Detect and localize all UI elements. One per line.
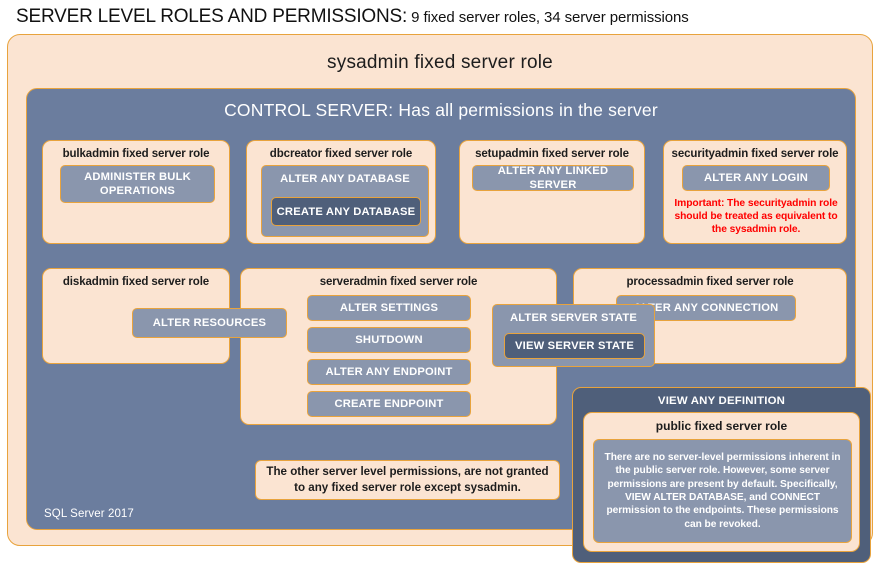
role-card-setupadmin-title: setupadmin fixed server role	[475, 148, 629, 160]
sysadmin-role-panel: sysadmin fixed server role CONTROL SERVE…	[7, 34, 873, 563]
role-card-diskadmin-title: diskadmin fixed server role	[62, 276, 210, 288]
permission-alter-any-endpoint[interactable]: ALTER ANY ENDPOINT	[307, 359, 471, 385]
permission-alter-server-state[interactable]: ALTER SERVER STATE VIEW SERVER STATE	[492, 304, 655, 367]
role-card-setupadmin: setupadmin fixed server role ALTER ANY L…	[459, 140, 645, 244]
permission-view-server-state[interactable]: VIEW SERVER STATE	[504, 333, 645, 359]
control-server-label: CONTROL SERVER: Has all permissions in t…	[224, 100, 658, 120]
role-card-public-title: public fixed server role	[655, 419, 788, 433]
role-card-securityadmin-title: securityadmin fixed server role	[671, 148, 839, 160]
control-server-panel: CONTROL SERVER: Has all permissions in t…	[26, 88, 856, 530]
role-card-processadmin-title: processadmin fixed server role	[626, 276, 794, 288]
permission-alter-server-state-label: ALTER SERVER STATE	[509, 312, 638, 324]
public-role-description: There are no server-level permissions in…	[593, 439, 852, 543]
permission-alter-any-login[interactable]: ALTER ANY LOGIN	[682, 165, 830, 191]
permission-administer-bulk-operations[interactable]: ADMINISTER BULK OPERATIONS	[60, 165, 215, 203]
permission-create-endpoint[interactable]: CREATE ENDPOINT	[307, 391, 471, 417]
role-card-securityadmin: securityadmin fixed server role ALTER AN…	[663, 140, 847, 244]
permission-alter-resources[interactable]: ALTER RESOURCES	[132, 308, 287, 338]
role-card-dbcreator: dbcreator fixed server role ALTER ANY DA…	[246, 140, 436, 244]
role-card-bulkadmin: bulkadmin fixed server role ADMINISTER B…	[42, 140, 230, 244]
permission-create-any-database[interactable]: CREATE ANY DATABASE	[271, 197, 421, 226]
role-card-public: public fixed server role There are no se…	[583, 412, 860, 552]
role-card-bulkadmin-title: bulkadmin fixed server role	[62, 148, 210, 160]
sql-server-version-label: SQL Server 2017	[44, 508, 134, 520]
permission-alter-settings[interactable]: ALTER SETTINGS	[307, 295, 471, 321]
sysadmin-role-label: sysadmin fixed server role	[327, 52, 553, 73]
securityadmin-warning-note: Important: The securityadmin role should…	[674, 198, 838, 236]
role-card-serveradmin-title: serveradmin fixed server role	[319, 276, 478, 288]
role-card-dbcreator-title: dbcreator fixed server role	[269, 148, 413, 160]
role-card-serveradmin: serveradmin fixed server role ALTER SETT…	[240, 268, 557, 425]
view-any-definition-panel: VIEW ANY DEFINITION public fixed server …	[572, 387, 871, 563]
permission-alter-any-connection[interactable]: ALTER ANY CONNECTION	[616, 295, 796, 321]
footnote-callout: The other server level permissions, are …	[255, 460, 560, 500]
permission-alter-any-database[interactable]: ALTER ANY DATABASE CREATE ANY DATABASE	[261, 165, 429, 237]
permission-view-any-definition[interactable]: VIEW ANY DEFINITION	[657, 395, 786, 407]
page-title-main: SERVER LEVEL ROLES AND PERMISSIONS:	[16, 6, 408, 27]
permission-alter-any-database-label: ALTER ANY DATABASE	[280, 173, 410, 185]
permission-shutdown[interactable]: SHUTDOWN	[307, 327, 471, 353]
page-title: SERVER LEVEL ROLES AND PERMISSIONS: 9 fi…	[16, 6, 876, 32]
page-title-sub: 9 fixed server roles, 34 server permissi…	[407, 9, 689, 26]
permission-alter-any-linked-server[interactable]: ALTER ANY LINKED SERVER	[472, 165, 634, 191]
